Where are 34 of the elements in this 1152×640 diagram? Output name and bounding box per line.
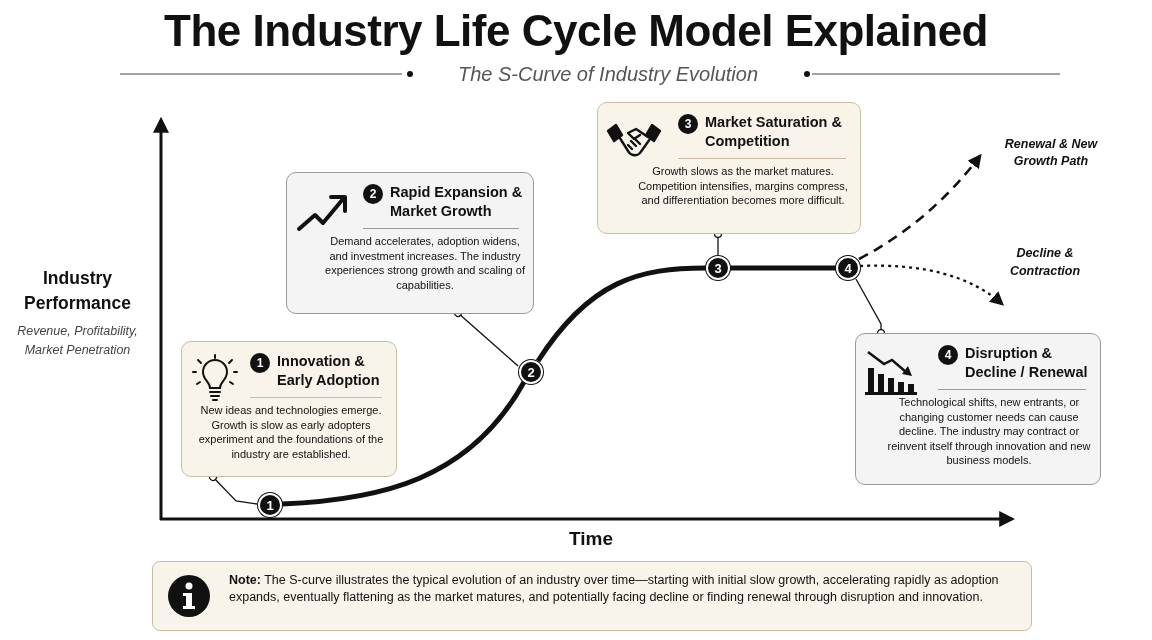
s-curve-line bbox=[281, 380, 527, 507]
s-curve-line bbox=[535, 265, 707, 363]
stage-card bbox=[181, 341, 397, 477]
card-heading: Rapid Expansion & Market Growth bbox=[390, 183, 524, 221]
stage-card bbox=[855, 333, 1101, 485]
stage-marker: 1 bbox=[258, 493, 282, 517]
axis-title: Industry Performance bbox=[23, 267, 132, 315]
title: The Industry Life Cycle Model Explained bbox=[163, 6, 989, 56]
stage-marker: 4 bbox=[836, 256, 860, 280]
number-badge: 4 bbox=[938, 345, 958, 365]
subtitle: The S-Curve of Industry Evolution bbox=[456, 63, 760, 86]
note-box bbox=[152, 561, 1032, 631]
stage-marker: 3 bbox=[706, 256, 730, 280]
axis-subtitle: Revenue, Profitability, Market Penetration bbox=[16, 323, 139, 359]
number-badge: 3 bbox=[678, 114, 698, 134]
dashed-arrow bbox=[859, 264, 1005, 306]
number-badge: 2 bbox=[363, 184, 383, 204]
note-text: Note: The S-curve illustrates the typical evolution of an industry over time—starting with initial slow growth, accelerating rapidly as adoption expands, eventually flattening as the market matures, and potentially facing decline or finding renewal through disruption and innovation. bbox=[229, 572, 1000, 606]
stage-marker: 2 bbox=[519, 360, 543, 384]
path-label: Decline & Contraction bbox=[1000, 244, 1090, 280]
card-description: Demand accelerates, adoption widens, and investment increases. The industry experiences strong growth and scaling of capabilities. bbox=[325, 234, 525, 292]
card-heading: Innovation & Early Adoption bbox=[277, 352, 381, 390]
card-description: New ideas and technologies emerge. Growth is slow as early adopters experiment and the foundations of the industry are established. bbox=[197, 403, 385, 461]
card-description: Technological shifts, new entrants, or changing customer needs can cause decline. The industry may contract or reinvent itself through innovation and new business models. bbox=[886, 395, 1092, 468]
number-badge: 1 bbox=[250, 353, 270, 373]
dashed-arrow bbox=[858, 153, 982, 261]
card-description: Growth slows as the market matures. Competition intensifies, margins compress, and differentiation becomes more difficult. bbox=[637, 164, 849, 208]
path-label: Renewal & New Growth Path bbox=[995, 136, 1107, 170]
axis-title: Time bbox=[568, 528, 614, 550]
stage-card bbox=[286, 172, 534, 314]
stage-card bbox=[597, 102, 861, 234]
card-heading: Disruption & Decline / Renewal bbox=[965, 344, 1089, 382]
s-curve-line bbox=[730, 265, 836, 271]
card-heading: Market Saturation & Competition bbox=[705, 113, 843, 151]
